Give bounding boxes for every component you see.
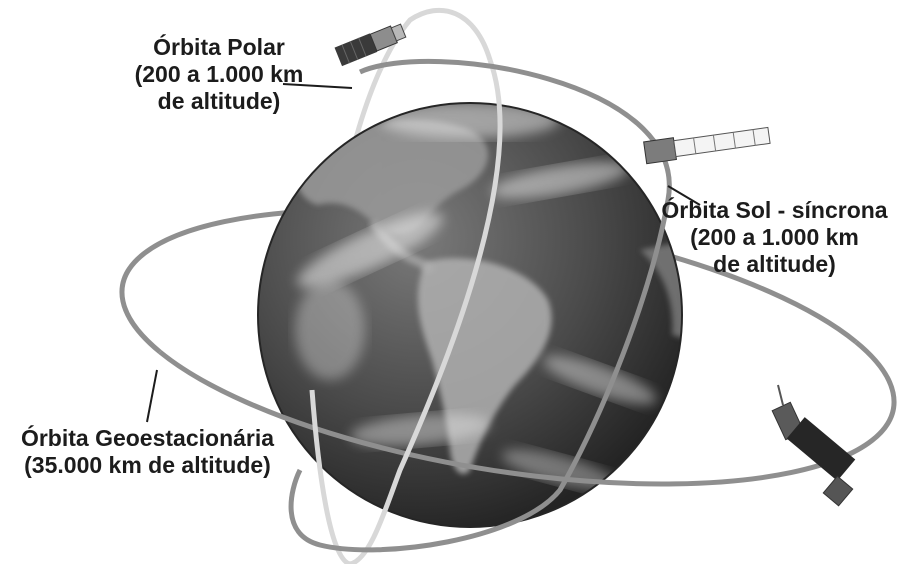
sun-label-line2: (200 a 1.000 km — [690, 224, 859, 250]
earth-globe — [257, 102, 683, 528]
geostationary-orbit-label: Órbita Geoestacionária (35.000 km de alt… — [0, 425, 295, 479]
cloud-band — [543, 355, 657, 405]
sun-synchronous-leader-line — [667, 185, 701, 206]
sun-label-line3: de altitude) — [713, 251, 836, 277]
cloud-band — [295, 280, 365, 380]
geo-label-line2: (35.000 km de altitude) — [24, 452, 271, 478]
cloud-band — [297, 212, 443, 288]
polar-orbit-label: Órbita Polar (200 a 1.000 km de altitude… — [110, 34, 328, 115]
sun-synchronous-satellite-icon — [643, 126, 771, 165]
sun-synchronous-orbit — [288, 58, 672, 553]
sun-synchronous-orbit-label: Órbita Sol - síncrona (200 a 1.000 km de… — [642, 197, 907, 278]
cloud-band — [380, 103, 560, 138]
geostationary-orbit-front — [158, 340, 897, 487]
polar-label-line2: (200 a 1.000 km — [134, 61, 304, 87]
polar-satellite-icon — [334, 23, 407, 67]
label-leader-lines — [146, 83, 701, 423]
geo-label-line1: Órbita Geoestacionária — [20, 425, 275, 451]
cloud-band — [491, 161, 629, 199]
polar-label-line1: Órbita Polar — [153, 34, 285, 60]
geostationary-satellite-icon — [771, 384, 856, 507]
polar-orbit-front — [309, 59, 503, 564]
orbit-front-segments — [158, 58, 897, 564]
polar-leader-line — [282, 83, 353, 89]
north-america-landmass — [296, 120, 489, 235]
polar-label-line3: de altitude) — [157, 88, 281, 114]
sun-label-line1: Órbita Sol - síncrona — [661, 197, 888, 223]
geostationary-leader-line — [146, 369, 158, 423]
